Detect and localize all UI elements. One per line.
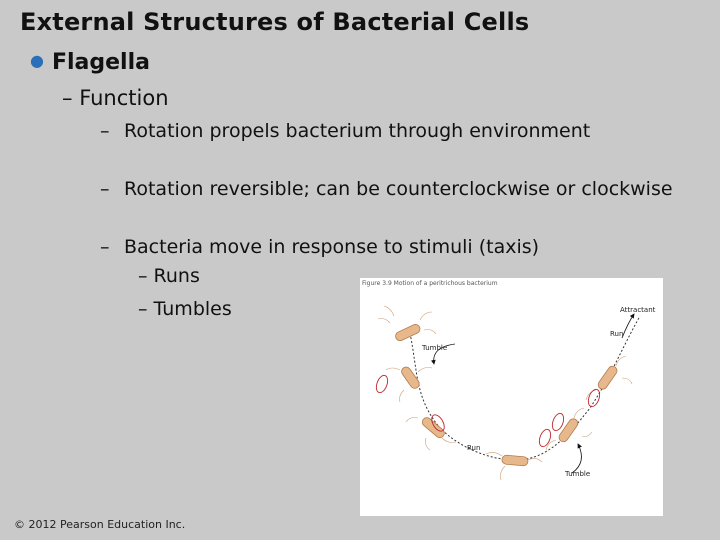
bullet-tumbles-text: Tumbles (153, 298, 232, 320)
dash-icon: – (138, 298, 148, 320)
bullet-rotation-reversible: –Rotation reversible; can be countercloc… (100, 176, 680, 202)
bullet-rotation-propels: –Rotation propels bacterium through envi… (100, 118, 680, 144)
bullet-rotation-reversible-text: Rotation reversible; can be counterclock… (124, 178, 673, 200)
label-run-top: Run (610, 330, 624, 338)
dash-icon: – (100, 120, 110, 142)
bullet-dot-icon: ● (30, 51, 44, 70)
label-run-bottom: Run (467, 444, 481, 452)
bullet-rotation-propels-text: Rotation propels bacterium through envir… (124, 120, 591, 142)
bullet-taxis: –Bacteria move in response to stimuli (t… (100, 234, 680, 260)
bullet-runs-text: Runs (153, 265, 200, 287)
figure-caption: Figure 3.9 Motion of a peritrichous bact… (362, 280, 498, 287)
label-tumble-top: Tumble (422, 344, 448, 352)
bullet-runs: – Runs (138, 265, 200, 287)
copyright-notice: © 2012 Pearson Education Inc. (14, 518, 186, 531)
bullet-taxis-text: Bacteria move in response to stimuli (ta… (124, 236, 540, 258)
bacterium-path-illustration (375, 305, 641, 481)
label-attractant: Attractant (620, 306, 656, 314)
dash-icon: – (100, 178, 110, 200)
label-tumble-bottom: Tumble (565, 470, 591, 478)
slide-title: External Structures of Bacterial Cells (20, 8, 530, 36)
bullet-tumbles: – Tumbles (138, 298, 232, 320)
bullet-flagella: ● Flagella (30, 50, 150, 75)
bacterium-motion-figure: Figure 3.9 Motion of a peritrichous bact… (360, 278, 663, 516)
dash-icon: – (100, 236, 110, 258)
bullet-function: – Function (62, 86, 169, 110)
bullet-flagella-text: Flagella (51, 50, 150, 75)
bullet-function-text: Function (79, 86, 169, 110)
dash-icon: – (138, 265, 148, 287)
dash-icon: – (62, 86, 73, 110)
